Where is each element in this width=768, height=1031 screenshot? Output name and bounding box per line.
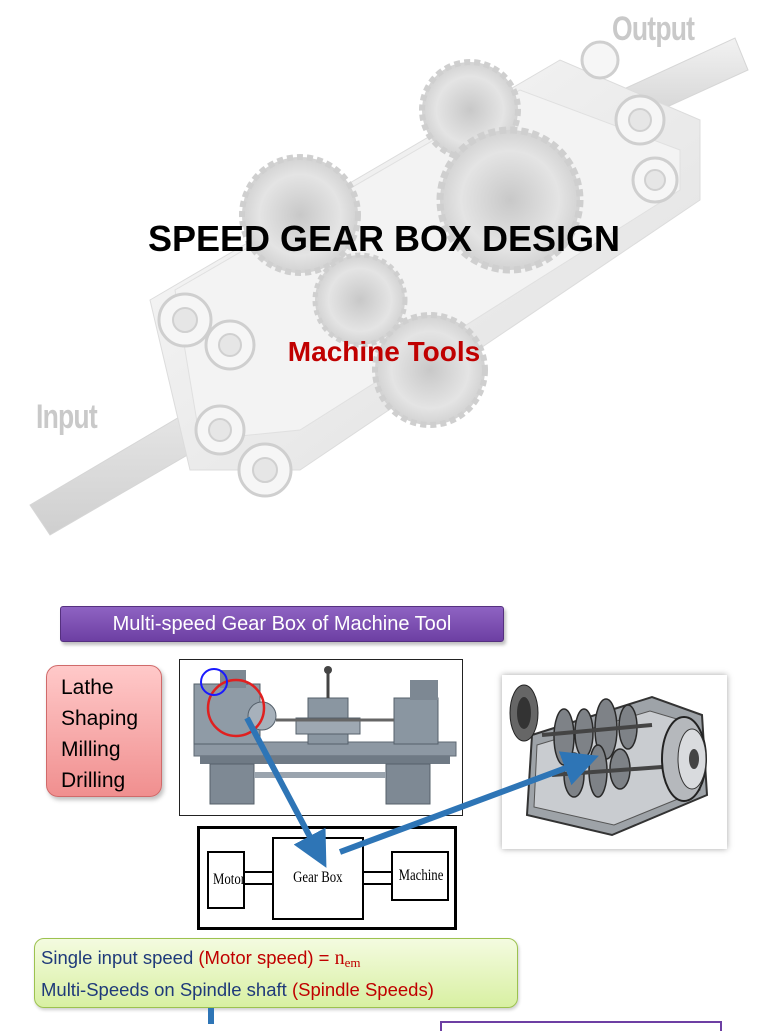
input-speed-text: Single input speed — [41, 947, 199, 968]
gearbox-label: Gear Box — [293, 869, 343, 886]
gearbox-overview-slide: Multi-speed Gear Box of Machine Tool Lat… — [0, 580, 768, 1031]
speed-symbol-subscript: em — [344, 955, 361, 970]
down-arrow-stem — [208, 1008, 214, 1024]
gearbox-block: Gear Box — [272, 837, 364, 920]
gearbox-background-illustration — [29, 37, 749, 536]
motor-speed-highlight: (Motor speed) — [198, 947, 314, 968]
cropped-next-box — [440, 1021, 722, 1031]
motor-gearbox-coupling — [245, 871, 272, 885]
speed-symbol: n — [334, 947, 345, 969]
gearbox-machine-coupling — [364, 871, 391, 885]
lathe-image — [179, 659, 463, 816]
speed-description: Single input speed (Motor speed) = nem M… — [34, 938, 518, 1008]
gearbox-image — [502, 675, 727, 849]
slide-title: SPEED GEAR BOX DESIGN — [147, 218, 621, 259]
spindle-speed-highlight: (Spindle Speeds) — [291, 979, 434, 1000]
machine-tool-list: Lathe Shaping Milling Drilling — [46, 665, 162, 797]
spindle-speed-line: Multi-Speeds on Spindle shaft (Spindle S… — [41, 976, 517, 1003]
list-item: Milling — [61, 738, 121, 761]
list-item: Lathe — [61, 676, 114, 699]
list-item: Drilling — [61, 769, 126, 792]
input-watermark-label: Input — [36, 398, 98, 436]
motor-label: Motor — [213, 871, 245, 888]
machine-block: Machine — [391, 851, 449, 901]
title-slide: Output Input SPEED GEAR BOX DESIGN Machi… — [29, 10, 749, 536]
list-item: Shaping — [61, 707, 139, 730]
slide-subtitle: Machine Tools — [287, 336, 481, 367]
output-watermark-label: Output — [612, 10, 695, 48]
block-diagram: Motor Gear Box Machine — [197, 826, 457, 930]
machine-label: Machine — [398, 867, 444, 884]
spindle-speed-text: Multi-Speeds on Spindle shaft — [41, 979, 292, 1000]
equals-sign: = — [313, 947, 335, 968]
input-speed-line: Single input speed (Motor speed) = nem — [41, 944, 517, 976]
motor-block: Motor — [207, 851, 245, 909]
section-header: Multi-speed Gear Box of Machine Tool — [60, 606, 504, 642]
